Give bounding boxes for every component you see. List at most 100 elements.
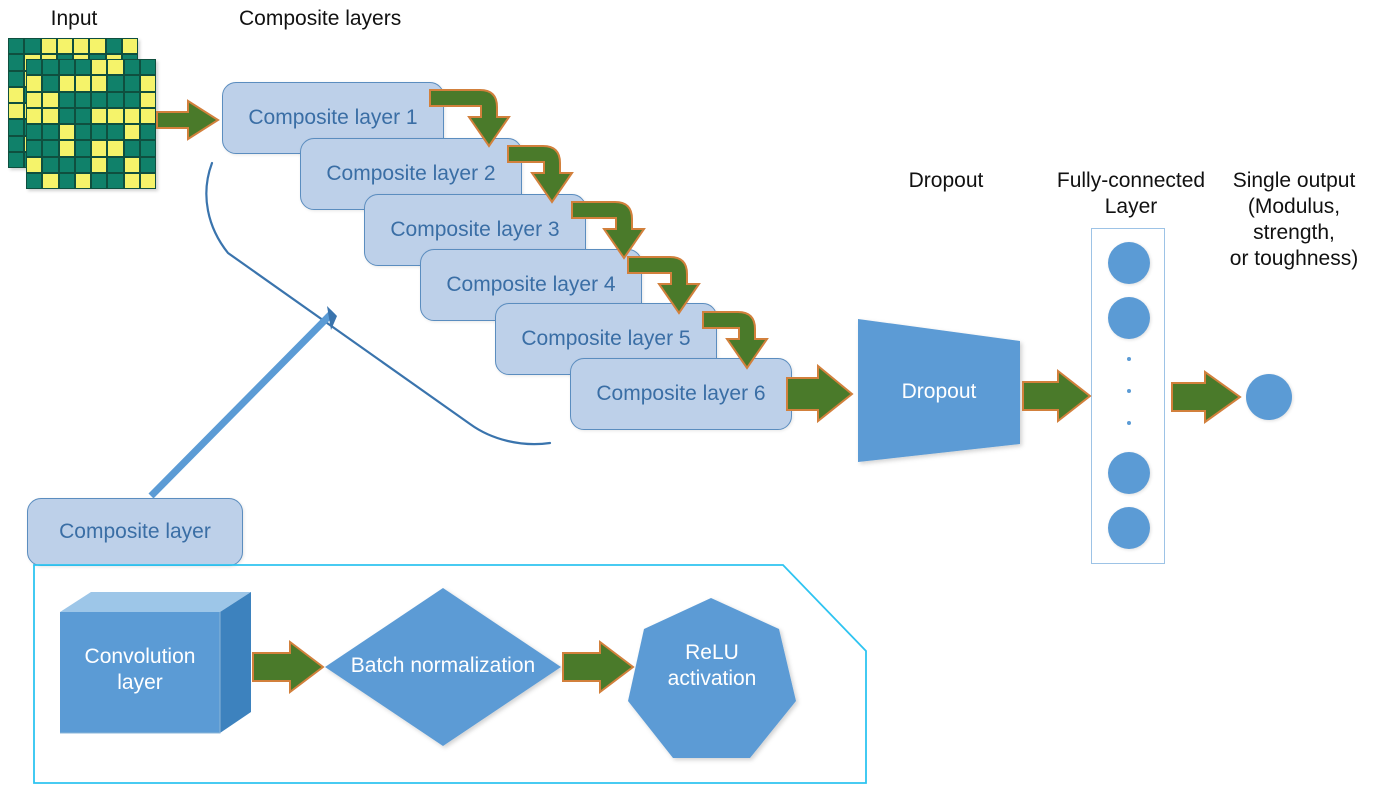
callout-leader-line [148, 306, 337, 499]
arrow-layer6-to-dropout [786, 363, 854, 424]
input-grid-cell [40, 38, 57, 55]
input-grid-cell [107, 172, 124, 189]
input-grid-cell [26, 59, 43, 76]
label-single-output-title: Single output (Modulus, strength, or tou… [1229, 169, 1359, 270]
input-grid-cell [74, 124, 91, 141]
input-grid-cell [42, 140, 59, 157]
label-dropout-title: Dropout [908, 169, 984, 192]
input-grid-cell [139, 172, 156, 189]
input-grid-cell [8, 38, 25, 55]
input-grid-cell [139, 59, 156, 76]
input-grid-cell [58, 91, 75, 108]
input-grid-cell [26, 172, 43, 189]
dropout-shape-label: Dropout [901, 380, 977, 403]
composite-layer-5-label: Composite layer 5 [521, 327, 691, 350]
input-grid-cell [26, 75, 43, 92]
fc-node-2 [1108, 297, 1150, 339]
input-grid-cell [42, 107, 59, 124]
label-composite-layers: Composite layers [239, 7, 402, 30]
input-grid-cell [26, 140, 43, 157]
input-grid-cell [8, 54, 25, 71]
input-grid-cell [91, 75, 108, 92]
convolution-layer-label: Convolution layer [84, 645, 196, 694]
input-grid-cell [107, 140, 124, 157]
input-grid-cell [139, 140, 156, 157]
detail-container-outline [33, 564, 867, 784]
input-grid-cell [74, 59, 91, 76]
input-grid-cell [91, 107, 108, 124]
input-grid-cell [42, 172, 59, 189]
input-grid-cell [89, 38, 106, 55]
input-grid-cell [91, 59, 108, 76]
input-grid-cell [91, 156, 108, 173]
input-grid-cell [26, 91, 43, 108]
input-grid-cell [139, 156, 156, 173]
input-grid-cell [123, 107, 140, 124]
input-grid-cell [26, 107, 43, 124]
fc-node-3 [1108, 452, 1150, 494]
input-grid-cell [107, 59, 124, 76]
arrow-batchnorm-to-relu [562, 639, 635, 695]
input-grid-cell [58, 75, 75, 92]
input-grid-cell [91, 140, 108, 157]
fc-ellipsis-dot-1 [1127, 357, 1131, 361]
composite-layer-callout[interactable]: Composite layer [27, 498, 243, 566]
input-grid-cell [139, 107, 156, 124]
input-grid-cell [123, 91, 140, 108]
input-grid-cell [24, 38, 41, 55]
arrow-input-to-layer1 [156, 99, 220, 141]
input-grid-cell [139, 124, 156, 141]
input-grid-cell [74, 91, 91, 108]
composite-layer-2-label: Composite layer 2 [326, 162, 496, 185]
output-node[interactable] [1246, 374, 1292, 420]
batch-normalization-diamond[interactable] [325, 588, 561, 746]
input-grid-cell [58, 172, 75, 189]
input-grid-cell [74, 172, 91, 189]
composite-layer-3-label: Composite layer 3 [390, 218, 560, 241]
input-grid-cell [123, 75, 140, 92]
input-grid-cell [107, 107, 124, 124]
input-grid-cell [121, 38, 138, 55]
input-grid-front [26, 59, 156, 189]
input-grid-cell [139, 91, 156, 108]
input-grid-cell [74, 75, 91, 92]
input-grid-cell [107, 75, 124, 92]
input-grid-cell [58, 107, 75, 124]
dropout-shape[interactable] [858, 319, 1020, 462]
input-grid-cell [26, 124, 43, 141]
fc-node-1 [1108, 242, 1150, 284]
input-grid-cell [91, 124, 108, 141]
relu-activation-label: ReLU activation [667, 641, 757, 690]
input-grid-cell [8, 103, 25, 120]
input-grid-cell [58, 140, 75, 157]
input-grid-cell [42, 75, 59, 92]
input-grid-cell [107, 91, 124, 108]
fc-ellipsis-dot-2 [1127, 389, 1131, 393]
input-grid-cell [42, 124, 59, 141]
input-grid-cell [123, 124, 140, 141]
composite-layer-4-label: Composite layer 4 [446, 273, 616, 296]
input-grid-cell [74, 156, 91, 173]
input-grid-cell [123, 59, 140, 76]
input-grid-cell [139, 75, 156, 92]
input-grid-cell [42, 91, 59, 108]
input-grid-cell [91, 172, 108, 189]
input-grid-cell [8, 119, 25, 136]
input-grid-cell [58, 124, 75, 141]
input-grid-cell [26, 156, 43, 173]
input-grid-cell [73, 38, 90, 55]
convolution-layer-cube[interactable] [60, 592, 251, 734]
input-grid-cell [8, 70, 25, 87]
input-grid-cell [8, 151, 25, 168]
input-grid-cell [74, 140, 91, 157]
input-grid-cell [105, 38, 122, 55]
input-grid-cell [56, 38, 73, 55]
input-grid-cell [123, 140, 140, 157]
input-grid-cell [123, 172, 140, 189]
fc-node-4 [1108, 507, 1150, 549]
arrow-conv-to-batchnorm [252, 639, 325, 695]
input-grid-cell [74, 107, 91, 124]
composite-layer-6[interactable]: Composite layer 6 [570, 358, 792, 430]
relu-heptagon[interactable] [628, 598, 796, 758]
